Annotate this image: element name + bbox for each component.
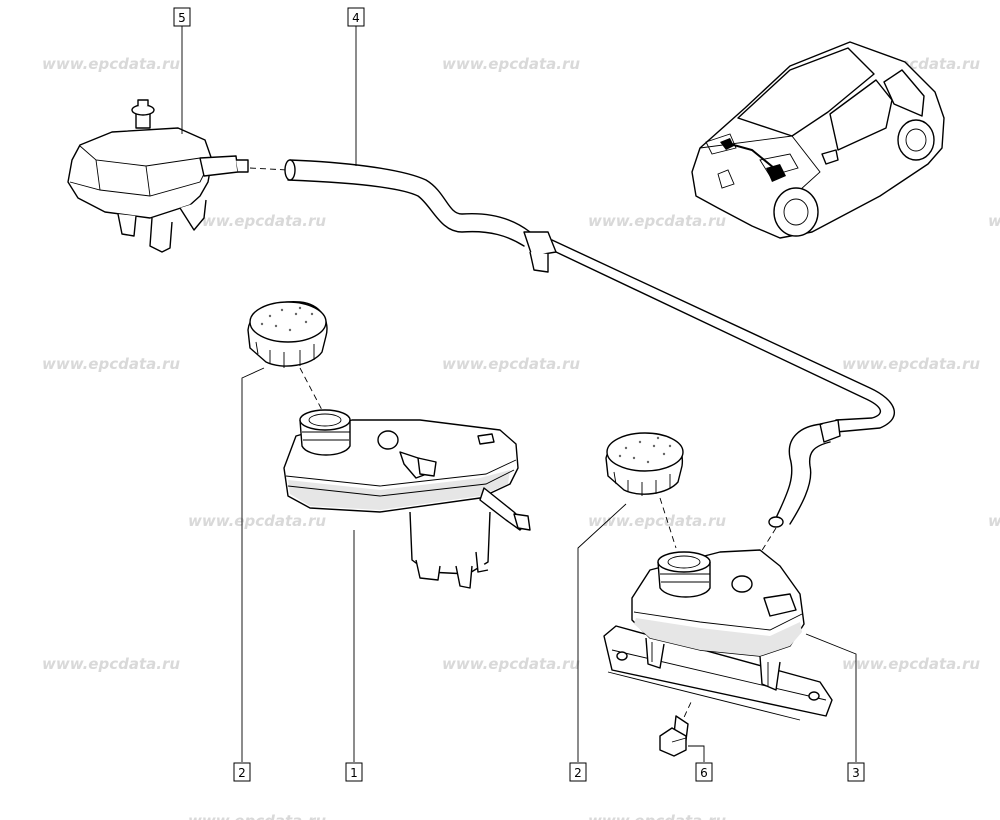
- watermark: www.epcdata.ru: [442, 55, 580, 73]
- watermark: www.epcdata.ru: [442, 655, 580, 673]
- svg-text:5: 5: [178, 11, 186, 25]
- svg-text:6: 6: [700, 766, 708, 780]
- svg-text:1: 1: [350, 766, 358, 780]
- reservoir-part-5: [67, 99, 249, 253]
- svg-text:3: 3: [852, 766, 860, 780]
- svg-text:2: 2: [574, 766, 582, 780]
- watermark: www.epcdata.ru: [42, 655, 180, 673]
- watermark: www.epcdata.ru: [988, 512, 1000, 530]
- svg-text:2: 2: [238, 766, 246, 780]
- watermark: www.epcdata.ru: [588, 512, 726, 530]
- watermark: www.epcdata.ru: [42, 355, 180, 373]
- watermark: www.epcdata.ru: [988, 212, 1000, 230]
- reservoir-part-1: [283, 409, 531, 589]
- callout-5: 5: [173, 7, 191, 27]
- callout-6: 6: [695, 762, 713, 782]
- watermark-layer: www.epcdata.ru www.epcdata.ru www.epcdat…: [42, 55, 1000, 820]
- watermark: www.epcdata.ru: [842, 355, 980, 373]
- watermark: www.epcdata.ru: [442, 355, 580, 373]
- watermark: www.epcdata.ru: [188, 812, 326, 820]
- callout-3: 3: [847, 762, 865, 782]
- callout-2-right: 2: [569, 762, 587, 782]
- svg-text:4: 4: [352, 11, 360, 25]
- cap-part-2-upper: [247, 301, 328, 411]
- watermark: www.epcdata.ru: [588, 212, 726, 230]
- callout-2-left: 2: [233, 762, 251, 782]
- callout-1: 1: [345, 762, 363, 782]
- bolt-part-6: [659, 699, 693, 757]
- hose-part-4: [249, 159, 895, 561]
- callout-4: 4: [347, 7, 365, 27]
- watermark: www.epcdata.ru: [42, 55, 180, 73]
- watermark: www.epcdata.ru: [588, 812, 726, 820]
- reservoir-part-3: [603, 549, 833, 721]
- watermark: www.epcdata.ru: [188, 212, 326, 230]
- watermark: www.epcdata.ru: [188, 512, 326, 530]
- watermark: www.epcdata.ru: [842, 655, 980, 673]
- leader-lines: [181, 26, 857, 762]
- car-location-thumbnail: [691, 41, 945, 239]
- cap-part-2-lower: [605, 432, 684, 549]
